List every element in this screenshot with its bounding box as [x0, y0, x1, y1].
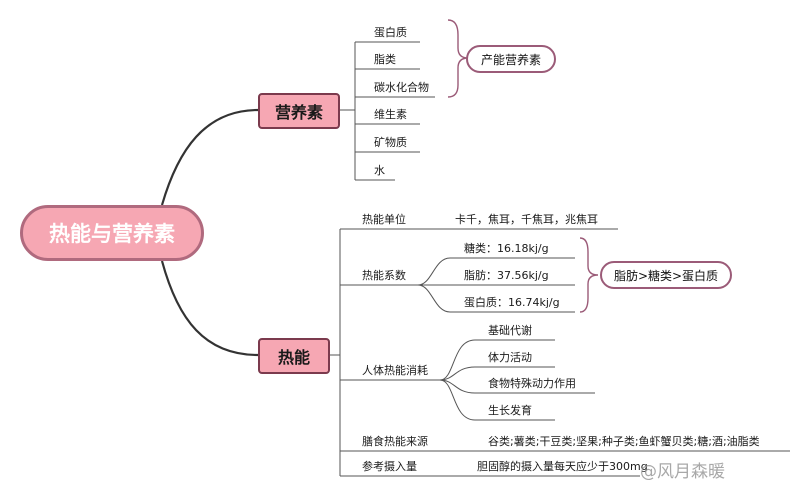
coefficient-item: 蛋白质：16.74kj/g — [464, 296, 560, 309]
energy-coefficient-label: 热能系数 — [362, 269, 406, 282]
nutrients-group-brace — [447, 19, 469, 98]
consumption-item: 生长发育 — [488, 404, 532, 417]
reference-intake-label: 参考摄入量 — [362, 460, 417, 473]
nutrient-item: 脂类 — [374, 53, 396, 66]
coefficient-group-brace — [579, 237, 599, 313]
reference-intake-value: 胆固醇的摄入量每天应少于300mg — [477, 460, 648, 473]
nutrient-item: 碳水化合物 — [374, 81, 429, 94]
energy-sources-label: 膳食热能来源 — [362, 435, 428, 448]
energy-unit-label: 热能单位 — [362, 213, 406, 226]
nutrients-branch-node: 营养素 — [258, 93, 340, 129]
root-topic-node: 热能与营养素 — [20, 205, 204, 261]
nutrient-item: 蛋白质 — [374, 26, 407, 39]
nutrient-item: 维生素 — [374, 108, 407, 121]
nutrient-item: 水 — [374, 164, 385, 177]
energy-branch-node: 热能 — [258, 338, 330, 374]
coefficient-item: 糖类：16.18kj/g — [464, 242, 549, 255]
nutrient-item: 矿物质 — [374, 136, 407, 149]
coefficient-summary-node: 脂肪>糖类>蛋白质 — [600, 261, 732, 289]
coefficient-item: 脂肪：37.56kj/g — [464, 269, 549, 282]
consumption-item: 食物特殊动力作用 — [488, 377, 576, 390]
energy-consumption-label: 人体热能消耗 — [362, 364, 428, 377]
watermark-text: @风月森暖 — [640, 462, 725, 482]
root-to-nutrients-curve — [160, 108, 259, 206]
energy-unit-value: 卡千，焦耳，千焦耳，兆焦耳 — [455, 213, 598, 226]
consumption-item: 体力活动 — [488, 351, 532, 364]
root-to-energy-curve — [160, 260, 259, 357]
energy-sources-value: 谷类;薯类;干豆类;坚果;种子类;鱼虾蟹贝类;糖;酒;油脂类 — [488, 435, 760, 448]
energy-nutrients-summary-node: 产能营养素 — [466, 45, 556, 73]
consumption-item: 基础代谢 — [488, 324, 532, 337]
